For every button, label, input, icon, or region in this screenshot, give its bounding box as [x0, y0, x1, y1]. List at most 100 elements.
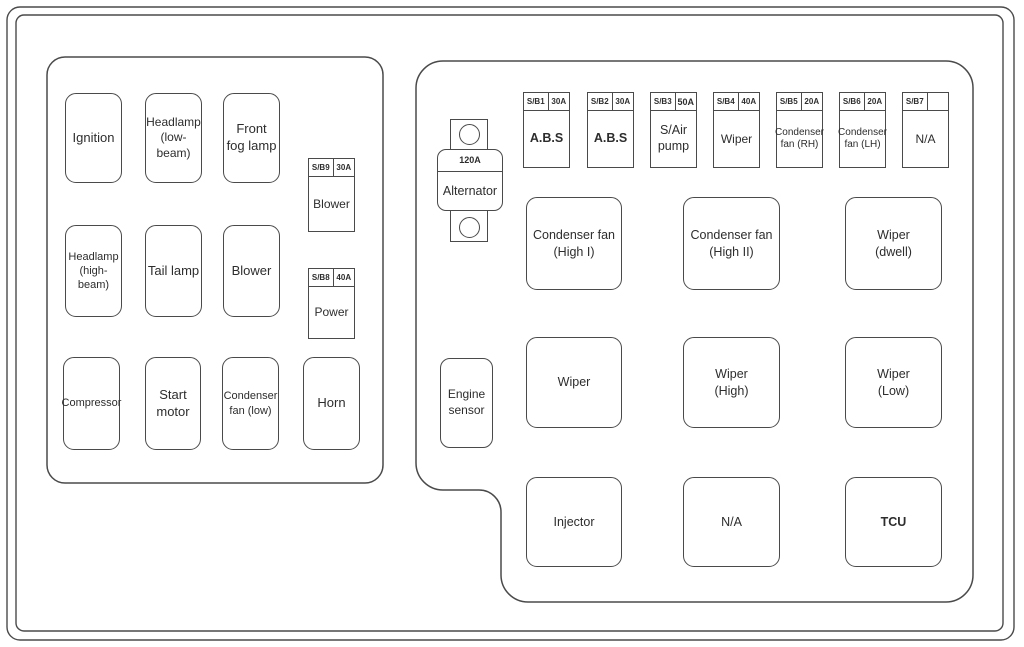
sb-fuse-id: S/B9: [311, 163, 330, 172]
fuse-label-line: Horn: [317, 395, 346, 411]
sb-fuse-body: Power: [308, 287, 355, 339]
inner-border: [15, 14, 1004, 632]
sb-fuse-body: N/A: [902, 111, 949, 168]
sb-fuse-amp: 40A: [737, 93, 759, 110]
fuse-engine-sensor: Engine sensor: [440, 358, 493, 448]
sb-fuse-id: S/B4: [716, 97, 735, 106]
sb-fuse-label: Blower: [313, 196, 350, 211]
relay-label-line: (dwell): [875, 244, 912, 259]
sb-fuse-label: fan (LH): [844, 139, 881, 150]
sb-fuse-sb2-abs: S/B2 30A A.B.S: [587, 92, 634, 168]
sb-fuse-header: S/B8 40A: [308, 268, 355, 287]
sb-fuse-id: S/B1: [526, 97, 545, 106]
relay-tcu: TCU: [845, 477, 942, 567]
fuse-label-line: (low-beam): [156, 130, 191, 160]
sb-fuse-sb9-blower: S/B9 30A Blower: [308, 158, 355, 232]
fuse-label-line: sensor: [448, 403, 485, 417]
sb-fuse-amp: 20A: [800, 93, 822, 110]
sb-fuse-body: Condenser fan (RH): [775, 111, 824, 168]
sb-fuse-header: S/B9 30A: [308, 158, 355, 177]
sb-fuse-sb6-condenser-fan-lh: S/B6 20A Condenser fan (LH): [838, 92, 887, 168]
sb-fuse-sb8-power: S/B8 40A Power: [308, 268, 355, 339]
sb-fuse-header: S/B1 30A: [523, 92, 570, 111]
fuse-label-line: fog lamp: [226, 138, 277, 153]
sb-fuse-header: S/B3 50A: [650, 92, 697, 111]
relay-condenser-fan-high-1: Condenser fan (High I): [526, 197, 622, 290]
outer-border: [6, 6, 1015, 641]
sb-fuse-sb5-condenser-fan-rh: S/B5 20A Condenser fan (RH): [775, 92, 824, 168]
alternator-bolt-hole-icon: [458, 217, 480, 238]
fuse-blower: Blower: [223, 225, 280, 317]
sb-fuse-label: A.B.S: [593, 131, 628, 146]
sb-fuse-header: S/B4 40A: [713, 92, 760, 111]
sb-fuse-label: N/A: [915, 131, 936, 146]
sb-fuse-sb7-na: S/B7 N/A: [902, 92, 949, 168]
sb-fuse-sb4-wiper: S/B4 40A Wiper: [713, 92, 760, 168]
sb-fuse-body: Blower: [308, 177, 355, 232]
fuse-headlamp-low-beam: Headlamp (low-beam): [145, 93, 202, 183]
sb-fuse-header: S/B5 20A: [776, 92, 823, 111]
sb-fuse-label: Condenser: [838, 126, 887, 138]
sb-fuse-body: S/Air pump: [650, 111, 697, 168]
sb-fuse-amp: 20A: [863, 93, 885, 110]
sb-fuse-id: S/B7: [905, 97, 924, 106]
relay-wiper: Wiper: [526, 337, 622, 428]
sb-fuse-id: S/B6: [842, 97, 861, 106]
relay-label-line: (High I): [553, 244, 595, 259]
relay-label-line: (Low): [877, 383, 910, 398]
sb-fuse-id: S/B3: [653, 97, 672, 106]
sb-fuse-amp: 30A: [332, 159, 354, 176]
sb-fuse-sb1-abs: S/B1 30A A.B.S: [523, 92, 570, 168]
sb-fuse-header: S/B2 30A: [587, 92, 634, 111]
sb-fuse-amp: 30A: [547, 93, 569, 110]
fuse-label-line: Compressor: [61, 397, 122, 410]
sb-fuse-amp: 30A: [611, 93, 633, 110]
sb-fuse-body: A.B.S: [587, 111, 634, 168]
sb-fuse-label: Power: [314, 305, 349, 319]
fuse-label-line: Engine: [447, 387, 486, 402]
relay-wiper-dwell: Wiper (dwell): [845, 197, 942, 290]
sb-fuse-label: pump: [657, 139, 690, 153]
fuse-start-motor: Start motor: [145, 357, 201, 450]
relay-label-line: Condenser fan: [690, 227, 773, 242]
relay-na: N/A: [683, 477, 780, 567]
sb-fuse-body: A.B.S: [523, 111, 570, 168]
fuse-label-line: motor: [156, 403, 190, 419]
left-panel-outline: [46, 56, 384, 484]
relay-label-line: TCU: [880, 514, 907, 529]
sb-fuse-id: S/B5: [779, 97, 798, 106]
fuse-compressor: Compressor: [61, 357, 122, 450]
relay-label-line: Injector: [553, 514, 595, 529]
alternator-fuse: 120A Alternator: [437, 149, 503, 211]
alternator-top-tab: [450, 119, 488, 152]
fuse-label-line: Start: [159, 386, 187, 402]
relay-label-line: Wiper: [877, 366, 910, 381]
relay-label-line: Wiper: [877, 227, 910, 242]
sb-fuse-label: Condenser: [775, 126, 824, 138]
relay-label-line: (High II): [709, 244, 754, 259]
fuse-label-line: (high-beam): [77, 264, 110, 292]
right-panel-outline: [415, 60, 974, 603]
relay-condenser-fan-high-2: Condenser fan (High II): [683, 197, 780, 290]
sb-fuse-label: Wiper: [720, 131, 753, 146]
sb-fuse-id: S/B8: [311, 273, 330, 282]
alternator-label: Alternator: [442, 184, 498, 198]
alternator-amp-rating: 120A: [438, 150, 502, 172]
relay-label-line: N/A: [721, 514, 742, 529]
sb-fuse-amp: 50A: [674, 93, 696, 110]
fuse-label-line: Condenser: [223, 390, 278, 403]
relay-injector: Injector: [526, 477, 622, 567]
sb-fuse-label: S/Air: [659, 123, 688, 138]
fuse-label-line: Ignition: [72, 129, 115, 145]
relay-wiper-low: Wiper (Low): [845, 337, 942, 428]
sb-fuse-body: Condenser fan (LH): [838, 111, 887, 168]
fuse-label-line: Tail lamp: [147, 262, 200, 278]
sb-fuse-label: fan (RH): [780, 139, 819, 150]
fuse-horn: Horn: [303, 357, 360, 450]
sb-fuse-header: S/B6 20A: [839, 92, 886, 111]
fuse-ignition: Ignition: [65, 93, 122, 183]
fuse-front-fog-lamp: Front fog lamp: [223, 93, 280, 183]
fuse-label-line: Blower: [231, 262, 272, 278]
